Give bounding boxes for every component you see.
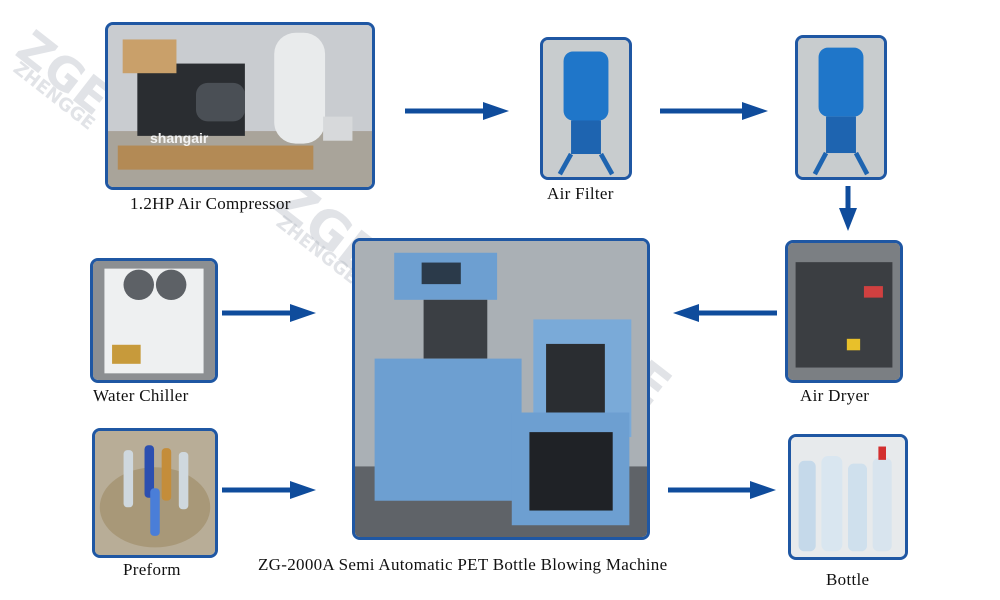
water-chiller-label: Water Chiller [93, 386, 189, 405]
watermark-top-left-sub: ZHENGGE [9, 58, 99, 135]
watermark-top-left: ZGE [6, 20, 121, 126]
arrow-dryer-to-machine [673, 304, 777, 322]
air-compressor-photo [105, 22, 375, 190]
arrow-chiller-to-machine [222, 304, 316, 322]
preform-label: Preform [123, 560, 181, 579]
air-dryer-label: Air Dryer [800, 386, 870, 405]
arrow-compressor-to-filter [405, 102, 509, 120]
bottle-label: Bottle [826, 570, 870, 589]
arrow-machine-to-bottle [668, 481, 776, 499]
compressor-brand-text: shangair [150, 130, 209, 146]
air-compressor-label: 1.2HP Air Compressor [130, 194, 291, 213]
water-chiller-photo [90, 258, 218, 383]
watermark-center-sub: ZHENGGE [272, 212, 362, 289]
blowing-machine-label: ZG-2000A Semi Automatic PET Bottle Blowi… [258, 555, 668, 574]
arrow-preform-to-machine [222, 481, 316, 499]
arrow-filter-to-filter [660, 102, 768, 120]
arrow-filter-to-dryer [839, 186, 857, 231]
preform-photo [92, 428, 218, 558]
bottle-photo [788, 434, 908, 560]
air-filter-photo [540, 37, 632, 180]
blowing-machine-photo [352, 238, 650, 540]
second-air-filter-photo [795, 35, 887, 180]
air-filter-label: Air Filter [547, 184, 614, 203]
air-dryer-photo [785, 240, 903, 383]
